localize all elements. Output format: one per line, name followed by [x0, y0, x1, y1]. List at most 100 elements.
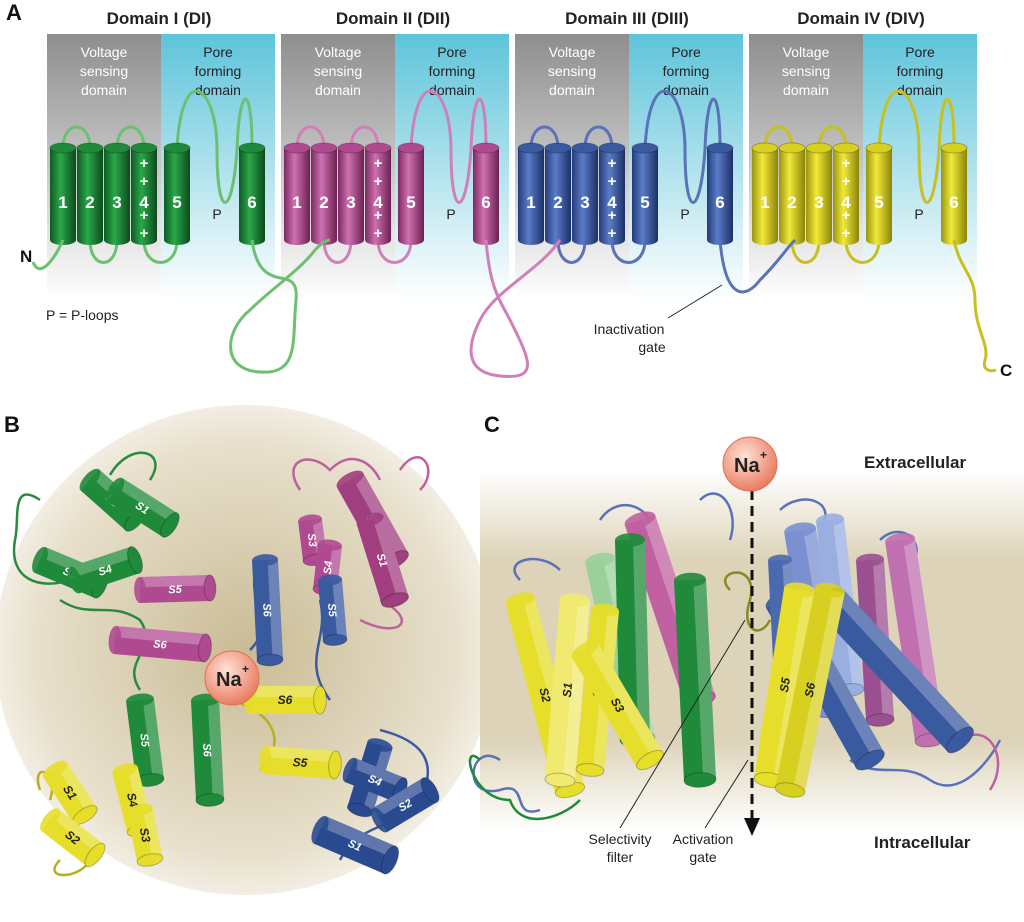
- segment-number: 6: [949, 193, 958, 212]
- activation-gate-pointer: [704, 759, 749, 829]
- helix-green-s1: S1: [105, 477, 180, 538]
- segment-s5-helix: 5: [631, 142, 659, 245]
- vsd-label-line: sensing: [80, 63, 128, 79]
- segment-number: 4: [139, 193, 149, 212]
- domain-4-title: Domain IV (DIV): [797, 9, 925, 28]
- pore-label-line: forming: [429, 63, 476, 79]
- segment-number: 3: [346, 193, 355, 212]
- helix-label: S6: [200, 743, 213, 758]
- gating-charge: +: [140, 173, 149, 190]
- segment-s6-helix: 6: [940, 142, 968, 245]
- helix-label: S2: [397, 797, 415, 814]
- domain-loops: [763, 89, 956, 264]
- extracellular-label: Extracellular: [864, 453, 966, 472]
- linker-diii-div: [718, 238, 797, 294]
- segment-number: 2: [85, 193, 94, 212]
- gating-charge: +: [842, 173, 851, 190]
- helix-label: S4: [97, 563, 114, 579]
- c-terminal-tail: [952, 239, 997, 373]
- segment-s5-helix: 5: [865, 142, 893, 245]
- p-loop-note: P = P-loops: [46, 307, 119, 323]
- gating-charge: +: [374, 155, 383, 172]
- c-terminus-label: C: [1000, 361, 1012, 380]
- domain-2-title: Domain II (DII): [336, 9, 450, 28]
- segment-number: 1: [526, 193, 535, 212]
- vsd-label-line: domain: [81, 82, 127, 98]
- segment-number: 5: [640, 193, 649, 212]
- segment-s5-helix: 5: [163, 142, 191, 245]
- helix-label: S5: [292, 755, 308, 770]
- segment-s3-helix: 3: [805, 142, 833, 245]
- helix-blue-s6: S6: [252, 554, 284, 667]
- panel-a-topology: Domain I (DI) Voltage sensing domain Pore for…: [31, 9, 997, 378]
- segment-s6-helix: 6: [238, 142, 266, 245]
- pore-label-line: Pore: [905, 44, 935, 60]
- helix-green-s6: S6: [191, 693, 225, 807]
- linker-dii-diii: [469, 239, 562, 378]
- helix-c-back-green-3: [674, 572, 717, 788]
- na-symbol-b: Na: [216, 669, 242, 691]
- helix-green-s5: S5: [126, 693, 165, 787]
- segment-s4-helix: ++++4: [832, 142, 860, 245]
- segment-number: 3: [112, 193, 121, 212]
- vsd-label-line: sensing: [782, 63, 830, 79]
- n-terminal-tail: [31, 239, 65, 271]
- coil-c-green: [468, 754, 581, 821]
- helix-label: S1: [346, 838, 363, 854]
- segment-s4-helix: ++++4: [364, 142, 392, 245]
- domain-2-group: Domain II (DII)VoltagesensingdomainPoref…: [281, 9, 509, 300]
- selectivity-filter-pointer: [619, 619, 746, 829]
- segment-number: 5: [406, 193, 415, 212]
- pore-label-line: Pore: [671, 44, 701, 60]
- helix-label: S1: [374, 552, 389, 568]
- panel-c-letter: C: [484, 412, 500, 437]
- vsd-label-line: Voltage: [549, 44, 596, 60]
- inactivation-gate-label-2: gate: [638, 339, 665, 355]
- helix-yellow-s1: S1: [42, 760, 98, 825]
- helix-label: S5: [137, 733, 151, 749]
- domain-1-group: Domain I (DI)VoltagesensingdomainPorefor…: [47, 9, 275, 300]
- helix-yellow-s2: S2: [40, 808, 106, 868]
- helix-label: S4: [366, 773, 383, 789]
- segment-number: 4: [607, 193, 617, 212]
- helix-magenta-s1: S1: [356, 512, 409, 608]
- segment-s3-helix: 3: [571, 142, 599, 245]
- segment-number: 3: [814, 193, 823, 212]
- domain-4-group: Domain IV (DIV)VoltagesensingdomainPoref…: [749, 9, 977, 300]
- segment-s1-helix: 1: [283, 142, 311, 245]
- segment-number: 5: [172, 193, 181, 212]
- helix-label: S6: [153, 638, 168, 651]
- sodium-ion-b: Na +: [204, 650, 260, 706]
- segment-number: 6: [247, 193, 256, 212]
- intracellular-label: Intracellular: [874, 833, 971, 852]
- segment-s2-helix: 2: [310, 142, 338, 245]
- helix-label: S1: [60, 783, 80, 803]
- segment-number: 4: [373, 193, 383, 212]
- coil-c-filter: [724, 571, 772, 632]
- domain-loops: [61, 89, 254, 264]
- domain-loops: [295, 89, 488, 264]
- gating-charge: +: [842, 225, 851, 242]
- helix-label: S4: [322, 560, 335, 575]
- helix-label: S3: [305, 533, 319, 548]
- na-symbol-c: Na: [734, 455, 760, 477]
- segment-number: 6: [481, 193, 490, 212]
- segment-s1-helix: 1: [517, 142, 545, 245]
- gating-charge: +: [608, 225, 617, 242]
- segment-s2-helix: 2: [544, 142, 572, 245]
- gating-charge: +: [608, 155, 617, 172]
- vsd-label-line: sensing: [548, 63, 596, 79]
- segment-number: 4: [841, 193, 851, 212]
- pore-label-line: forming: [195, 63, 242, 79]
- selectivity-filter-label-1: Selectivity: [588, 831, 651, 847]
- vsd-label-line: domain: [549, 82, 595, 98]
- segment-s3-helix: 3: [103, 142, 131, 245]
- domain-3-group: Domain III (DIII)VoltagesensingdomainPor…: [515, 9, 743, 300]
- domain-1-title: Domain I (DI): [107, 9, 212, 28]
- helix-label: S3: [608, 695, 628, 715]
- helix-label: S6: [260, 603, 273, 618]
- inactivation-gate-pointer: [667, 284, 723, 319]
- helix-label: S6: [278, 693, 293, 707]
- vsd-label-line: sensing: [314, 63, 362, 79]
